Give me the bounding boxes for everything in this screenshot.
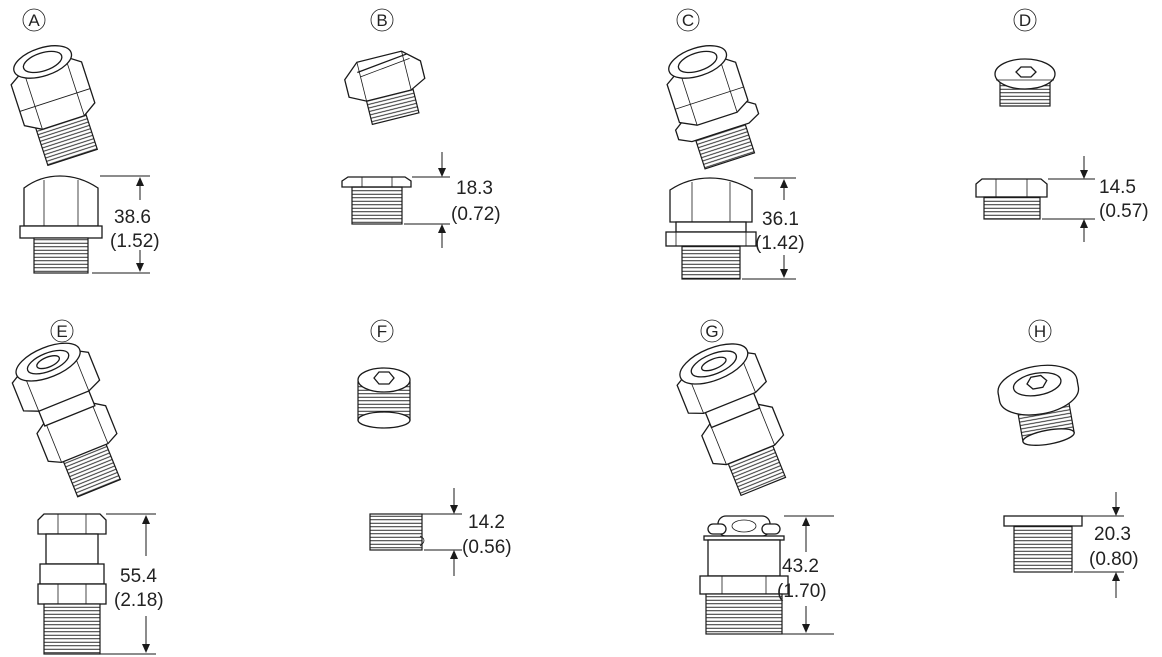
part-e-isometric: [11, 342, 122, 498]
part-b-letter: B: [376, 11, 387, 30]
part-h-elevation: [1003, 515, 1083, 573]
part-g-elevation: [699, 515, 789, 635]
part-a-dimension-inch: (1.52): [110, 231, 160, 252]
part-d-dimension: 14.5 (0.57): [1042, 156, 1149, 242]
part-c-badge: C: [676, 8, 700, 32]
part-c-dimension-inch: (1.42): [755, 233, 805, 254]
part-g-badge: G: [700, 319, 724, 343]
part-e-dimension: 55.4 (2.18): [100, 513, 164, 655]
part-d: D 14.5 (0.57): [975, 8, 1149, 242]
part-c-elevation: [665, 177, 757, 280]
part-e-dimension-mm: 55.4: [120, 566, 157, 587]
part-c: C 36.1: [665, 8, 805, 280]
part-b-dimension: 18.3 (0.72): [404, 152, 501, 248]
part-b-dimension-mm: 18.3: [456, 178, 493, 199]
part-h-dimension-mm: 20.3: [1094, 524, 1131, 545]
part-e-dimension-inch: (2.18): [114, 590, 164, 611]
part-g-isometric: [676, 343, 787, 497]
part-h-letter: H: [1034, 322, 1046, 341]
part-h-isometric: [997, 364, 1080, 446]
part-g-dimension-mm: 43.2: [782, 556, 819, 577]
part-b-isometric: [344, 50, 426, 126]
part-d-dimension-inch: (0.57): [1099, 201, 1149, 222]
part-c-letter: C: [682, 11, 694, 30]
part-d-letter: D: [1019, 11, 1031, 30]
part-b: B 18.3 (0.72): [341, 8, 501, 248]
part-a-badge: A: [22, 8, 46, 32]
part-f-letter: F: [377, 322, 387, 341]
part-e-badge: E: [50, 319, 74, 343]
part-c-dimension-mm: 36.1: [762, 209, 799, 230]
part-d-elevation: [975, 178, 1048, 220]
part-c-dimension: 36.1 (1.42): [742, 177, 805, 280]
part-e-letter: E: [56, 322, 67, 341]
part-h-dimension: 20.3 (0.80): [1074, 492, 1139, 598]
part-a-isometric: [10, 45, 99, 167]
part-b-badge: B: [370, 8, 394, 32]
part-f: F 14.2 (0.56): [357, 319, 512, 576]
part-d-dimension-mm: 14.5: [1099, 177, 1136, 198]
part-a-elevation: [19, 175, 103, 274]
part-a-dimension-mm: 38.6: [114, 207, 151, 228]
part-e-elevation: [37, 513, 107, 655]
part-h-dimension-inch: (0.80): [1089, 549, 1139, 570]
part-d-isometric: [994, 58, 1056, 107]
part-g-letter: G: [705, 322, 718, 341]
part-f-dimension: 14.2 (0.56): [422, 488, 512, 576]
part-f-badge: F: [370, 319, 394, 343]
part-c-isometric: [666, 45, 760, 170]
part-f-dimension-inch: (0.56): [462, 537, 512, 558]
part-a-letter: A: [28, 11, 40, 30]
part-h: H 20.3 (0.80): [997, 319, 1139, 598]
part-a-dimension: 38.6 (1.52): [92, 175, 160, 274]
part-f-dimension-mm: 14.2: [468, 512, 505, 533]
part-a: A 38.6 (1.52): [10, 8, 160, 274]
part-g: G: [676, 319, 834, 635]
part-g-dimension: 43.2 (1.70): [777, 515, 834, 635]
part-d-badge: D: [1013, 8, 1037, 32]
part-f-elevation: [369, 513, 425, 551]
part-h-badge: H: [1028, 319, 1052, 343]
part-e: E: [11, 319, 164, 655]
part-g-dimension-inch: (1.70): [777, 581, 827, 602]
part-b-dimension-inch: (0.72): [451, 204, 501, 225]
part-b-elevation: [341, 176, 412, 225]
part-f-isometric: [357, 367, 411, 429]
